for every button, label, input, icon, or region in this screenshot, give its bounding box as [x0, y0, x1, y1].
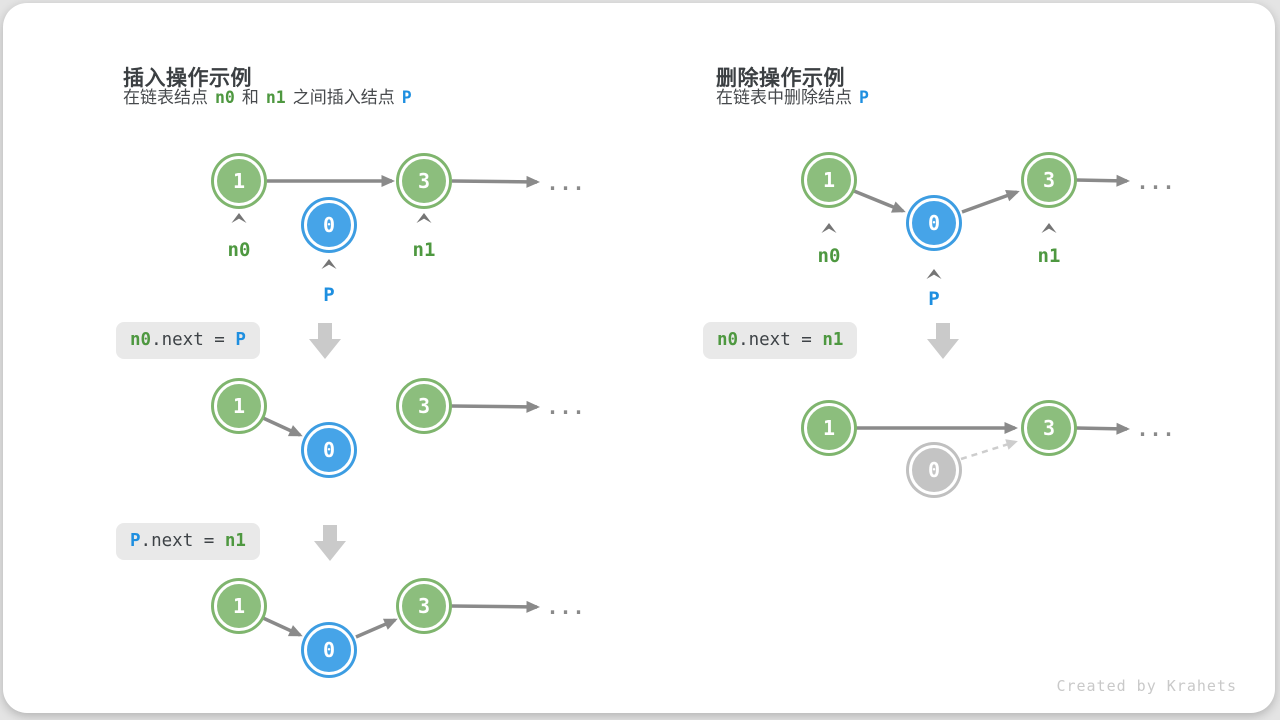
code-token: n1: [822, 330, 844, 350]
code-token: .next =: [140, 531, 225, 551]
node-value: 0: [322, 438, 336, 462]
caret-up-icon: [321, 259, 337, 269]
list-node-p: 0: [304, 425, 354, 475]
list-node-3: 3: [1024, 155, 1074, 205]
arrow-n0-to-p: [853, 189, 906, 213]
code-token: n0: [717, 330, 739, 350]
list-node-3: 3: [1024, 403, 1074, 453]
code-label-n0-next-p: n0.next = P: [116, 322, 260, 359]
arrow-n1-to-rest: [1075, 174, 1130, 187]
list-node-p: 0: [909, 198, 959, 248]
subtitle-text: 和: [241, 88, 259, 107]
delete-subtitle: 在链表中删除结点 P: [716, 83, 876, 108]
subtitle-text: 之间插入结点: [292, 88, 395, 107]
subtitle-text: 在链表中删除结点: [716, 88, 852, 107]
caret-up-icon: [416, 213, 432, 223]
caret-up-icon: [926, 269, 942, 279]
pointer-label-n1: n1: [412, 239, 436, 261]
list-continues-ellipsis: ...: [546, 171, 586, 195]
caret-up-icon: [231, 213, 247, 223]
pointer-label-p: P: [928, 288, 940, 310]
node-value: 1: [232, 394, 246, 418]
code-label-n0-next-n1: n0.next = n1: [703, 322, 858, 359]
step-down-arrow-icon: [927, 323, 959, 359]
caret-up-icon: [1041, 223, 1057, 233]
node-value: 3: [1042, 168, 1056, 192]
list-node-p: 0: [304, 200, 354, 250]
node-value: 3: [417, 169, 431, 193]
pointer-label-n1: n1: [1037, 245, 1061, 267]
caret-up-icon: [821, 223, 837, 233]
list-continues-ellipsis: ...: [546, 395, 586, 419]
node-value: 1: [232, 594, 246, 618]
node-value: 1: [822, 168, 836, 192]
list-node-1: 1: [214, 156, 264, 206]
subtitle-text: 在链表结点: [123, 88, 208, 107]
inline-code-n1: n1: [265, 88, 286, 107]
node-value: 0: [322, 213, 336, 237]
node-value: 0: [322, 638, 336, 662]
node-value: 3: [417, 594, 431, 618]
list-node-3: 3: [399, 156, 449, 206]
node-value: 1: [822, 416, 836, 440]
step-down-arrow-icon: [314, 525, 346, 561]
list-node-3: 3: [399, 381, 449, 431]
step-down-arrow-icon: [309, 323, 341, 359]
delete-title: 删除操作示例: [716, 67, 845, 91]
arrow-p-to-n1: [961, 189, 1020, 214]
code-token: n0: [130, 330, 152, 350]
list-node-1: 1: [214, 381, 264, 431]
insert-subtitle: 在链表结点 n0 和 n1 之间插入结点 P: [123, 83, 419, 108]
node-value: 1: [232, 169, 246, 193]
inline-code-p: P: [859, 88, 869, 107]
inline-code-n0: n0: [215, 88, 235, 107]
list-node-p-removed: 0: [909, 445, 959, 495]
list-node-3: 3: [399, 581, 449, 631]
arrow-n0-to-p: [262, 616, 303, 637]
arrow-removed-p-to-n1-dashed: [960, 439, 1018, 461]
arrow-n0-to-p: [262, 416, 303, 437]
code-token: P: [130, 531, 141, 551]
list-continues-ellipsis: ...: [546, 595, 586, 619]
list-node-1: 1: [804, 403, 854, 453]
node-value: 3: [417, 394, 431, 418]
code-label-p-next-n1: P.next = n1: [116, 523, 260, 560]
footer-credit: Created by Krahets: [1056, 677, 1237, 695]
list-continues-ellipsis: ...: [1136, 170, 1176, 194]
inline-code-p: P: [401, 88, 412, 107]
pointer-label-n0: n0: [227, 239, 251, 261]
node-value: 3: [1042, 416, 1056, 440]
code-token: .next =: [151, 330, 236, 350]
pointer-label-p: P: [323, 284, 335, 306]
code-token: .next =: [738, 330, 823, 350]
arrow-n1-to-rest: [450, 600, 540, 613]
arrow-p-to-n1: [355, 618, 398, 639]
list-node-1: 1: [214, 581, 264, 631]
list-node-1: 1: [804, 155, 854, 205]
arrow-n1-to-rest: [451, 175, 540, 188]
arrow-n1-to-rest: [450, 400, 540, 413]
list-node-p: 0: [304, 625, 354, 675]
diagram-card: 插入操作示例 在链表结点 n0 和 n1 之间插入结点 P 1 3 0 n0 P n1 .…: [3, 3, 1275, 713]
node-value: 0: [927, 458, 941, 482]
arrow-n1-to-rest: [1075, 422, 1130, 435]
list-continues-ellipsis: ...: [1136, 417, 1176, 441]
node-value: 0: [927, 211, 941, 235]
insert-title: 插入操作示例: [123, 67, 252, 91]
code-token: P: [235, 330, 246, 350]
code-token: n1: [224, 531, 246, 551]
pointer-label-n0: n0: [817, 245, 841, 267]
